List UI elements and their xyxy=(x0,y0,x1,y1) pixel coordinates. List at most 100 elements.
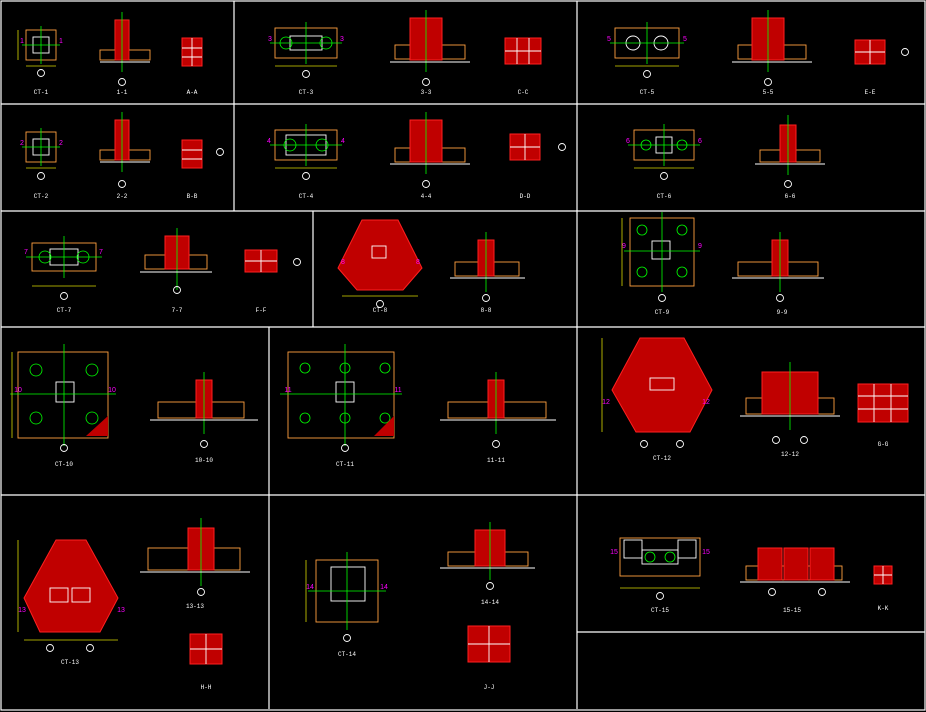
caption-ct7: CT-7 xyxy=(57,307,72,314)
pile-cap-plan-ct6: 6 6 CT-6 xyxy=(626,124,702,200)
caption-k-k: K-K xyxy=(878,605,889,612)
caption-1-1: 1-1 xyxy=(117,89,128,96)
section-marker: 5 xyxy=(607,36,611,43)
section-4-4: 4-4 xyxy=(390,112,470,200)
caption-h-h: H-H xyxy=(201,684,212,691)
pile-cap-plan-ct15: 15 15 CT-15 xyxy=(610,537,710,614)
caption-ct11: CT-11 xyxy=(336,461,354,468)
section-marker: 2 xyxy=(20,140,24,147)
caption-c-c: C-C xyxy=(518,89,529,96)
section-marker: 9 xyxy=(698,243,702,250)
section-j-j: J-J xyxy=(467,625,511,691)
section-marker: 11 xyxy=(284,387,291,394)
section-a-a: A-A xyxy=(181,37,203,96)
caption-2-2: 2-2 xyxy=(117,193,128,200)
caption-11-11: 11-11 xyxy=(487,457,505,464)
section-marker: 5 xyxy=(683,36,687,43)
caption-ct13: CT-13 xyxy=(61,659,79,666)
section-marker: 3 xyxy=(340,36,344,43)
section-k-k: K-K xyxy=(873,565,893,612)
section-marker: 11 xyxy=(394,387,401,394)
section-9-9: 9-9 xyxy=(732,232,824,316)
caption-e-e: E-E xyxy=(865,89,876,96)
pile-cap-plan-ct1: 1 1 CT-1 xyxy=(17,26,63,96)
section-b-b: B-B xyxy=(181,139,224,200)
caption-ct4: CT-4 xyxy=(299,193,314,200)
caption-g-g: G-G xyxy=(878,441,889,448)
caption-ct15: CT-15 xyxy=(651,607,669,614)
caption-6-6: 6-6 xyxy=(785,193,796,200)
section-5-5: 5-5 xyxy=(732,10,812,96)
section-marker: 2 xyxy=(59,140,63,147)
section-marker: 14 xyxy=(306,584,314,591)
section-marker: 3 xyxy=(268,36,272,43)
caption-9-9: 9-9 xyxy=(777,309,788,316)
caption-10-10: 10-10 xyxy=(195,457,213,464)
pile-cap-plan-ct13: 13 13 CT-13 xyxy=(17,539,125,666)
section-c-c: C-C xyxy=(504,37,542,96)
caption-ct3: CT-3 xyxy=(299,89,314,96)
section-7-7: 7-7 xyxy=(140,228,212,314)
caption-ct9: CT-9 xyxy=(655,309,670,316)
section-marker: 8 xyxy=(416,259,420,266)
pile-cap-plan-ct8: 8 8 CT-8 xyxy=(337,219,423,314)
section-8-8: 8-8 xyxy=(450,232,525,314)
pile-cap-plan-ct9: 9 9 CT-9 xyxy=(621,212,702,316)
pile-cap-plan-ct14: 14 14 CT-14 xyxy=(305,552,388,658)
caption-a-a: A-A xyxy=(187,89,198,96)
section-marker: 6 xyxy=(698,138,702,145)
section-6-6: 6-6 xyxy=(755,115,825,200)
pile-cap-plan-ct3: 3 3 CT-3 xyxy=(268,22,344,96)
caption-ct1: CT-1 xyxy=(34,89,49,96)
section-marker: 13 xyxy=(18,607,26,614)
section-h-h: H-H xyxy=(189,633,223,691)
pile-cap-plan-ct11: 11 11 CT-11 xyxy=(280,344,402,468)
section-marker: 7 xyxy=(24,249,28,256)
caption-ct14: CT-14 xyxy=(338,651,356,658)
section-1-1: 1-1 xyxy=(99,12,151,96)
section-marker: 1 xyxy=(20,38,24,45)
section-d-d: D-D xyxy=(509,133,566,200)
caption-j-j: J-J xyxy=(484,684,495,691)
caption-ct10: CT-10 xyxy=(55,461,73,468)
caption-f-f: F-F xyxy=(256,307,267,314)
section-marker: 15 xyxy=(610,549,618,556)
caption-13-13: 13-13 xyxy=(186,603,204,610)
pile-cap-plan-ct10: 10 10 CT-10 xyxy=(10,344,116,468)
section-marker: 4 xyxy=(267,138,271,145)
caption-ct5: CT-5 xyxy=(640,89,655,96)
section-2-2: 2-2 xyxy=(99,112,151,200)
section-marker: 8 xyxy=(341,259,345,266)
caption-5-5: 5-5 xyxy=(763,89,774,96)
section-marker: 9 xyxy=(622,243,626,250)
section-marker: 10 xyxy=(14,387,22,394)
section-f-f: F-F xyxy=(244,249,301,314)
section-13-13: 13-13 xyxy=(140,518,250,610)
caption-8-8: 8-8 xyxy=(481,307,492,314)
section-marker: 10 xyxy=(108,387,116,394)
section-marker: 13 xyxy=(117,607,125,614)
caption-b-b: B-B xyxy=(187,193,198,200)
section-3-3: 3-3 xyxy=(390,10,470,96)
section-marker: 7 xyxy=(99,249,103,256)
caption-ct12: CT-12 xyxy=(653,455,671,462)
section-marker: 12 xyxy=(702,399,710,406)
section-e-e: E-E xyxy=(854,39,909,96)
caption-15-15: 15-15 xyxy=(783,607,801,614)
section-g-g: G-G xyxy=(857,383,909,448)
section-marker: 15 xyxy=(702,549,710,556)
caption-ct2: CT-2 xyxy=(34,193,49,200)
caption-14-14: 14-14 xyxy=(481,599,499,606)
section-14-14: 14-14 xyxy=(440,522,535,606)
pile-cap-plan-ct12: 12 12 CT-12 xyxy=(601,337,713,462)
caption-3-3: 3-3 xyxy=(421,89,432,96)
caption-d-d: D-D xyxy=(520,193,531,200)
section-marker: 1 xyxy=(59,38,63,45)
caption-4-4: 4-4 xyxy=(421,193,432,200)
pile-cap-plan-ct5: 5 5 CT-5 xyxy=(607,22,687,96)
pile-cap-plan-ct4: 4 4 CT-4 xyxy=(267,124,345,200)
caption-ct6: CT-6 xyxy=(657,193,672,200)
caption-12-12: 12-12 xyxy=(781,451,799,458)
